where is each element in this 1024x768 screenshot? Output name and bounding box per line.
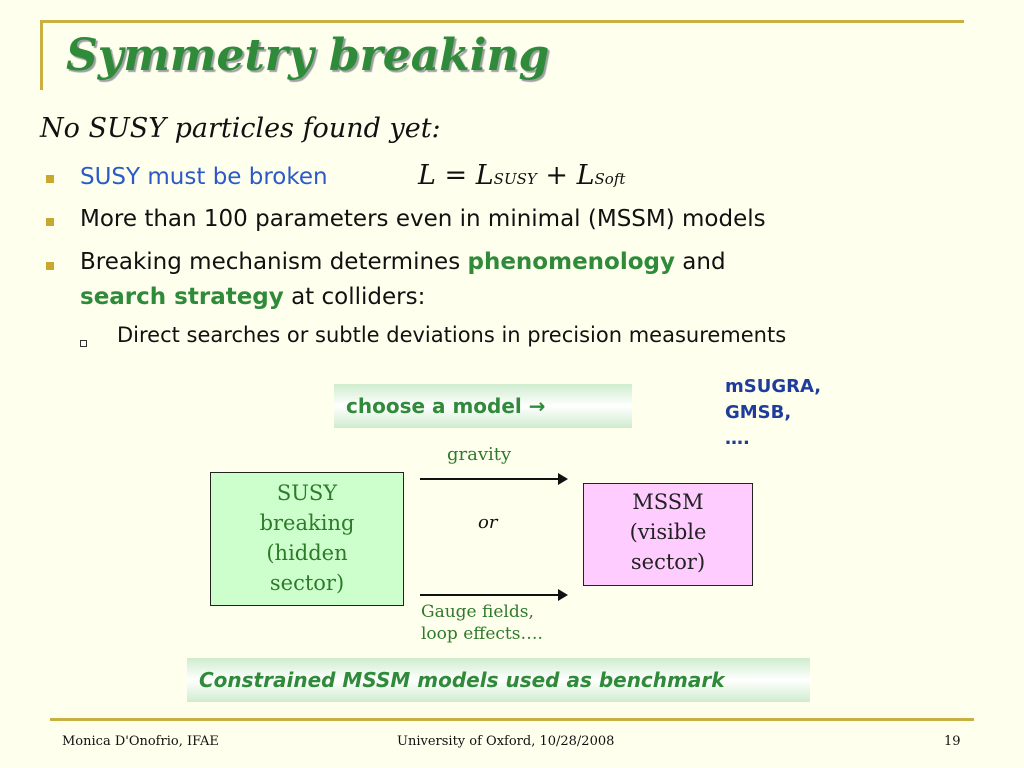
- model-gmsb: GMSB,: [725, 402, 792, 423]
- benchmark-banner: Constrained MSSM models used as benchmar…: [187, 658, 810, 702]
- bullet-3-part-1: Breaking mechanism determines: [80, 249, 468, 275]
- footer-page-number: 19: [944, 734, 961, 749]
- visible-sector-box: MSSM (visible sector): [583, 483, 753, 586]
- bullet-3-part-3: at colliders:: [283, 284, 426, 310]
- bullet-3-line-1: Breaking mechanism determines phenomenol…: [80, 249, 726, 275]
- gravity-label: gravity: [447, 444, 512, 465]
- visible-box-line-1: MSSM: [632, 490, 704, 514]
- gauge-label-line-2: loop effects….: [421, 624, 543, 644]
- footer-venue: University of Oxford, 10/28/2008: [397, 734, 615, 749]
- or-label: or: [478, 512, 498, 533]
- bullet-marker-2: [46, 218, 54, 226]
- bullet-marker-3: [46, 262, 54, 270]
- formula-term2-sub: Soft: [594, 170, 626, 188]
- visible-box-line-3: sector): [630, 550, 706, 574]
- model-msugra: mSUGRA,: [725, 376, 822, 397]
- gauge-label-line-1: Gauge fields,: [421, 602, 534, 622]
- bullet-3-line-2: search strategy at colliders:: [80, 284, 425, 310]
- hidden-box-line-3: (hidden: [266, 541, 348, 565]
- frame-left-line: [40, 20, 43, 90]
- formula-term2: L: [576, 160, 595, 191]
- gauge-arrow: [420, 589, 568, 601]
- hidden-box-line-1: SUSY: [276, 481, 338, 505]
- bullet-3-part-2: and: [675, 249, 726, 275]
- choose-model-callout: choose a model →: [334, 384, 632, 428]
- model-ellipsis: ….: [725, 428, 750, 449]
- gravity-arrow: [420, 473, 568, 485]
- slide-title: Symmetry breaking: [66, 30, 550, 81]
- hidden-box-line-4: sector): [269, 571, 345, 595]
- hidden-sector-box: SUSY breaking (hidden sector): [210, 472, 404, 606]
- footer-author: Monica D'Onofrio, IFAE: [62, 734, 219, 749]
- formula-lhs: L: [418, 160, 436, 191]
- lagrangian-formula: L = LSUSY + LSoft: [418, 160, 625, 191]
- hidden-box-line-2: breaking: [259, 511, 355, 535]
- formula-plus: +: [536, 160, 577, 191]
- sub-bullet-marker: [80, 340, 87, 347]
- model-list: mSUGRA, GMSB, ….: [725, 374, 821, 452]
- sub-bullet-text: Direct searches or subtle deviations in …: [117, 323, 787, 347]
- bullet-marker-1: [46, 175, 54, 183]
- bullet-1-text: SUSY must be broken: [80, 164, 328, 190]
- bullet-2-text: More than 100 parameters even in minimal…: [80, 206, 766, 232]
- formula-term1: L: [475, 160, 494, 191]
- frame-top-line: [40, 20, 964, 23]
- visible-box-line-2: (visible: [629, 520, 707, 544]
- phenomenology-highlight: phenomenology: [467, 249, 676, 275]
- gauge-label: Gauge fields, loop effects….: [421, 601, 543, 645]
- formula-equals: =: [435, 160, 476, 191]
- formula-term1-sub: SUSY: [493, 170, 537, 188]
- search-strategy-highlight: search strategy: [80, 284, 284, 310]
- slide-subtitle: No SUSY particles found yet:: [40, 113, 441, 144]
- frame-bottom-line: [50, 718, 974, 721]
